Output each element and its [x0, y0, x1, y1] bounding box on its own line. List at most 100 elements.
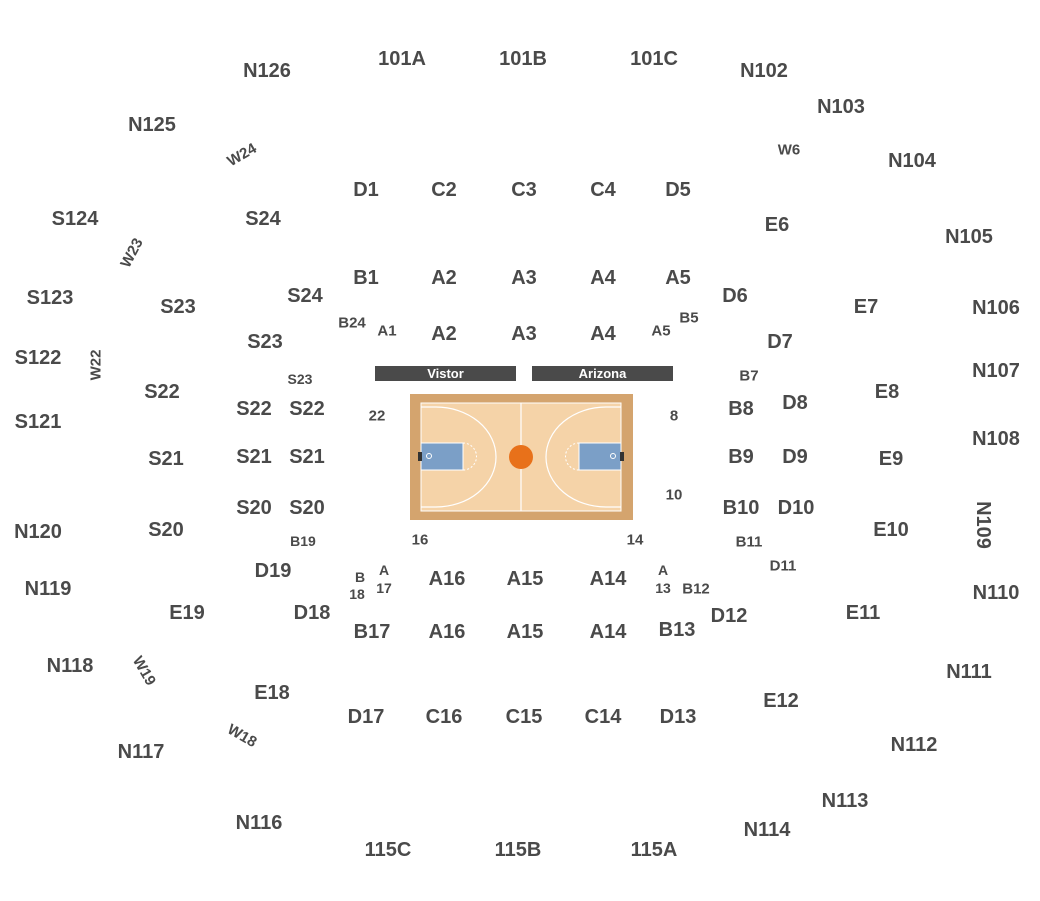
- section-a15-lower[interactable]: A15: [506, 621, 544, 643]
- section-n116[interactable]: N116: [235, 812, 283, 834]
- section-b11[interactable]: B11: [735, 533, 763, 551]
- section-115a[interactable]: 115A: [630, 839, 678, 861]
- section-a2-top[interactable]: A2: [431, 267, 457, 289]
- section-n109[interactable]: N109: [972, 501, 994, 549]
- walkway-w22[interactable]: W22: [87, 349, 105, 381]
- section-c15[interactable]: C15: [505, 706, 543, 728]
- section-a13-top[interactable]: A: [657, 562, 669, 578]
- section-s124[interactable]: S124: [51, 208, 99, 230]
- section-d5[interactable]: D5: [665, 179, 691, 201]
- section-c16[interactable]: C16: [425, 706, 463, 728]
- section-a4-top[interactable]: A4: [590, 267, 616, 289]
- section-d18[interactable]: D18: [293, 602, 331, 624]
- section-n111[interactable]: N111: [946, 661, 992, 683]
- floor-section-10[interactable]: 10: [665, 486, 683, 504]
- section-b1[interactable]: B1: [353, 267, 379, 289]
- section-s123[interactable]: S123: [26, 287, 74, 309]
- section-d10[interactable]: D10: [777, 497, 815, 519]
- section-s22-mid[interactable]: S22: [144, 381, 180, 403]
- section-s23-mid[interactable]: S23: [160, 296, 196, 318]
- section-s23-inner[interactable]: S23: [247, 331, 283, 353]
- section-a1[interactable]: A1: [377, 322, 397, 340]
- section-115c[interactable]: 115C: [364, 839, 412, 861]
- walkway-w6[interactable]: W6: [777, 141, 801, 159]
- floor-section-8[interactable]: 8: [669, 407, 679, 425]
- section-s23-small[interactable]: S23: [287, 371, 313, 387]
- section-n102[interactable]: N102: [740, 60, 788, 82]
- section-b24[interactable]: B24: [338, 314, 366, 332]
- section-s24-mid[interactable]: S24: [245, 208, 281, 230]
- section-d11[interactable]: D11: [769, 557, 797, 575]
- section-a17-top[interactable]: A: [378, 562, 390, 578]
- section-e8[interactable]: E8: [874, 381, 900, 403]
- section-n118[interactable]: N118: [46, 655, 94, 677]
- floor-section-14[interactable]: 14: [626, 531, 644, 549]
- section-e10[interactable]: E10: [873, 519, 909, 541]
- section-s121[interactable]: S121: [14, 411, 62, 433]
- section-b5[interactable]: B5: [679, 309, 699, 327]
- section-a16[interactable]: A16: [428, 568, 466, 590]
- section-e11[interactable]: E11: [845, 602, 881, 624]
- section-b18-bottom[interactable]: 18: [349, 586, 365, 602]
- section-b12[interactable]: B12: [682, 580, 710, 598]
- section-101b[interactable]: 101B: [499, 48, 547, 70]
- section-n103[interactable]: N103: [817, 96, 865, 118]
- section-d13[interactable]: D13: [659, 706, 697, 728]
- section-n108[interactable]: N108: [972, 428, 1020, 450]
- section-d9[interactable]: D9: [782, 446, 808, 468]
- section-n110[interactable]: N110: [972, 582, 1020, 604]
- section-c3[interactable]: C3: [511, 179, 537, 201]
- section-a13-bottom[interactable]: 13: [655, 580, 671, 596]
- section-e6[interactable]: E6: [764, 214, 790, 236]
- section-d1[interactable]: D1: [353, 179, 379, 201]
- section-s22-inner-left[interactable]: S22: [236, 398, 272, 420]
- floor-section-16[interactable]: 16: [411, 531, 429, 549]
- section-n113[interactable]: N113: [821, 790, 869, 812]
- section-b17[interactable]: B17: [353, 621, 391, 643]
- section-c2[interactable]: C2: [431, 179, 457, 201]
- section-a3[interactable]: A3: [511, 323, 537, 345]
- section-s20-mid[interactable]: S20: [148, 519, 184, 541]
- section-b7[interactable]: B7: [739, 367, 759, 385]
- section-s24-inner[interactable]: S24: [287, 285, 323, 307]
- section-c14[interactable]: C14: [584, 706, 622, 728]
- section-b8[interactable]: B8: [728, 398, 754, 420]
- section-n112[interactable]: N112: [890, 734, 938, 756]
- section-n117[interactable]: N117: [117, 741, 165, 763]
- section-e19[interactable]: E19: [169, 602, 205, 624]
- section-e12[interactable]: E12: [763, 690, 799, 712]
- section-d7[interactable]: D7: [767, 331, 793, 353]
- section-a14-lower[interactable]: A14: [589, 621, 627, 643]
- section-101c[interactable]: 101C: [630, 48, 678, 70]
- section-n119[interactable]: N119: [24, 578, 72, 600]
- section-n107[interactable]: N107: [972, 360, 1020, 382]
- section-a14[interactable]: A14: [589, 568, 627, 590]
- section-b9[interactable]: B9: [728, 446, 754, 468]
- section-n120[interactable]: N120: [14, 521, 62, 543]
- section-b13[interactable]: B13: [658, 619, 696, 641]
- section-a4[interactable]: A4: [590, 323, 616, 345]
- section-s21-inner-right[interactable]: S21: [289, 446, 325, 468]
- section-115b[interactable]: 115B: [494, 839, 542, 861]
- section-e7[interactable]: E7: [853, 296, 879, 318]
- section-a17-bottom[interactable]: 17: [376, 580, 392, 596]
- section-s20-inner-left[interactable]: S20: [236, 497, 272, 519]
- section-a5[interactable]: A5: [651, 322, 671, 340]
- section-e18[interactable]: E18: [254, 682, 290, 704]
- section-a3-top[interactable]: A3: [511, 267, 537, 289]
- section-a15[interactable]: A15: [506, 568, 544, 590]
- section-a16-lower[interactable]: A16: [428, 621, 466, 643]
- section-b19[interactable]: B19: [290, 533, 316, 549]
- section-d19[interactable]: D19: [254, 560, 292, 582]
- section-d17[interactable]: D17: [347, 706, 385, 728]
- section-b18-top[interactable]: B: [354, 569, 366, 585]
- section-a5-top[interactable]: A5: [665, 267, 691, 289]
- section-n106[interactable]: N106: [972, 297, 1020, 319]
- section-n126[interactable]: N126: [243, 60, 291, 82]
- section-n104[interactable]: N104: [888, 150, 936, 172]
- section-n114[interactable]: N114: [743, 819, 791, 841]
- section-n105[interactable]: N105: [945, 226, 993, 248]
- section-e9[interactable]: E9: [878, 448, 904, 470]
- section-s22-inner-right[interactable]: S22: [289, 398, 325, 420]
- section-s21-mid[interactable]: S21: [148, 448, 184, 470]
